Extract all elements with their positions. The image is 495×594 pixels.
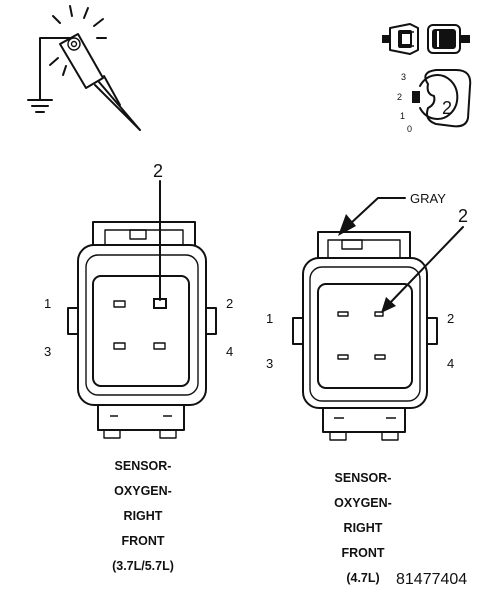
pin-label-4: 4 [226,344,233,359]
ignition-position-1: 1 [400,111,405,121]
pin-label-2: 2 [447,311,454,326]
ignition-position-3: 3 [401,72,406,82]
pin-label-1: 1 [44,296,51,311]
ignition-switch-icon: 2 3 2 1 0 [397,69,472,134]
caption-right-line-2: OXYGEN- [334,496,392,510]
pin-label-3: 3 [44,344,51,359]
pin-label-3: 3 [266,356,273,371]
caption-left-line-3: RIGHT [124,509,163,523]
ignition-position-2: 2 [397,92,402,102]
connector-left: 2 1 2 3 4 SENSOR- OXYGEN- RIGHT FRONT (3… [44,161,233,573]
pin-callout-right: 2 [458,206,468,226]
caption-left-line-4: FRONT [121,534,164,548]
caption-right-line-1: SENSOR- [335,471,392,485]
ignition-position-0: 0 [407,124,412,134]
gray-label: GRAY [410,191,446,206]
pin-label-1: 1 [266,311,273,326]
figure-id: 81477404 [396,571,467,588]
caption-right-engine: (4.7L) [346,571,379,585]
pin-label-4: 4 [447,356,454,371]
caption-left-line-5: (3.7L/5.7L) [112,559,174,573]
caption-left-line-2: OXYGEN- [114,484,172,498]
test-probe-to-ground-icon [27,5,141,131]
ignition-position-selected: 2 [442,98,452,118]
caption-right-line-3: RIGHT [344,521,383,535]
pin-label-2: 2 [226,296,233,311]
pin-callout-left: 2 [153,161,163,181]
caption-left-line-1: SENSOR- [115,459,172,473]
caption-right-line-4: FRONT [341,546,384,560]
connector-right: GRAY 2 1 2 3 4 SENSOR- OXYGEN- RIGHT FRO… [266,191,468,585]
connector-separated-icon [382,23,470,55]
